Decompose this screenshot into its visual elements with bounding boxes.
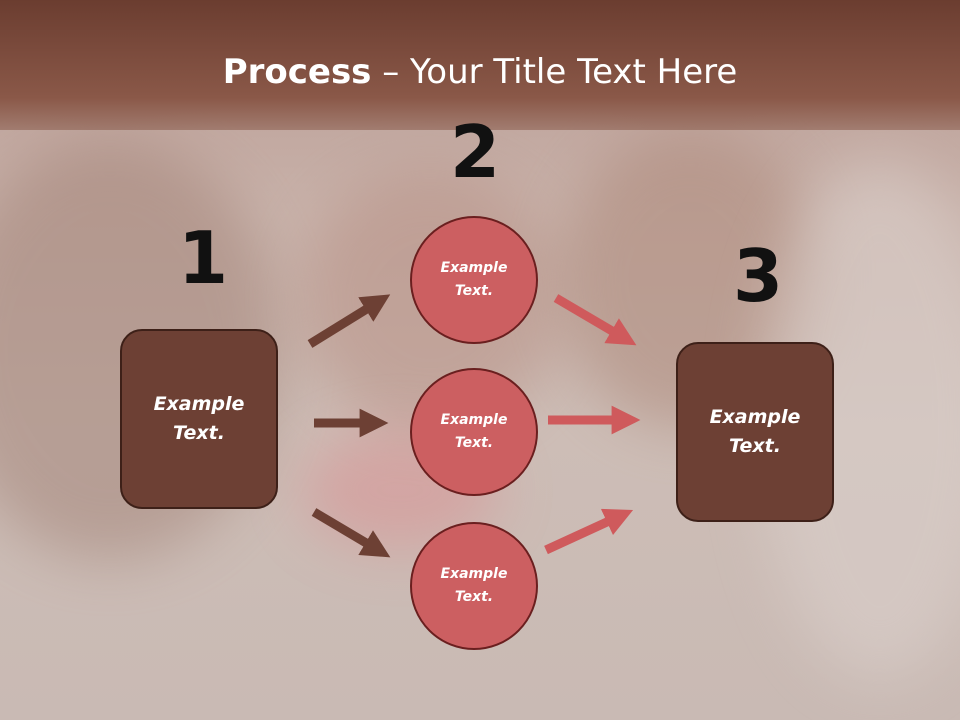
arrow-to-circle-bottom (311, 508, 391, 558)
title-band (0, 0, 960, 130)
title-rest: – Your Title Text Here (371, 52, 738, 92)
step-number-3: 3 (733, 234, 784, 318)
arrow-to-circle-top (307, 294, 391, 348)
slide-title: Process – Your Title Text Here (0, 52, 960, 92)
circle-middle: Example Text. (410, 368, 538, 496)
step-number-2: 2 (450, 110, 501, 194)
arrow-from-circle-top (553, 294, 637, 346)
right-box: Example Text. (676, 342, 834, 522)
circle-top: Example Text. (410, 216, 538, 344)
step-number-1: 1 (178, 216, 229, 300)
left-box: Example Text. (120, 329, 278, 509)
title-bold: Process (222, 52, 372, 92)
circle-bottom: Example Text. (410, 522, 538, 650)
arrow-from-circle-bottom (544, 508, 634, 555)
